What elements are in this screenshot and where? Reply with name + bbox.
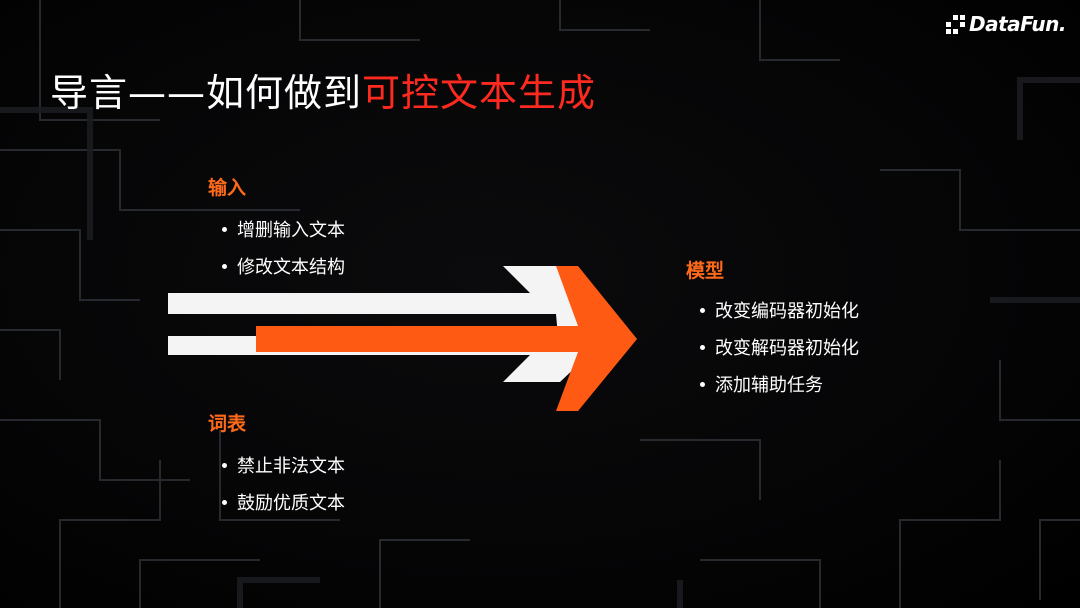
list-item: 添加辅助任务 [700, 367, 859, 404]
bullet-icon [222, 263, 227, 269]
model-heading: 模型 [686, 260, 725, 282]
input-heading: 输入 [208, 177, 247, 199]
logo-mark-icon [946, 14, 966, 34]
slide-title: 导言——如何做到可控文本生成 [50, 62, 596, 117]
bullet-icon [700, 381, 705, 387]
bullet-icon [222, 499, 227, 505]
bullet-icon [222, 226, 227, 232]
bullet-icon [222, 462, 227, 468]
orange-arrow-icon [256, 266, 637, 411]
input-list: 增删输入文本 修改文本结构 [222, 212, 345, 286]
list-item: 禁止非法文本 [222, 448, 345, 485]
vocab-heading: 词表 [208, 413, 247, 435]
list-item: 鼓励优质文本 [222, 485, 345, 522]
title-prefix: 导言——如何做到 [50, 71, 363, 115]
model-list: 改变编码器初始化 改变解码器初始化 添加辅助任务 [700, 293, 859, 404]
datafun-logo: DataFun. [946, 12, 1066, 36]
list-item: 改变解码器初始化 [700, 330, 859, 367]
title-highlight: 可控文本生成 [362, 71, 597, 115]
list-item: 改变编码器初始化 [700, 293, 859, 330]
white-arrow-icon [168, 266, 621, 382]
vocab-list: 禁止非法文本 鼓励优质文本 [222, 448, 345, 522]
bullet-icon [700, 307, 705, 313]
logo-text: DataFun. [969, 12, 1066, 36]
list-item: 增删输入文本 [222, 212, 345, 249]
list-item: 修改文本结构 [222, 249, 345, 286]
bullet-icon [700, 344, 705, 350]
